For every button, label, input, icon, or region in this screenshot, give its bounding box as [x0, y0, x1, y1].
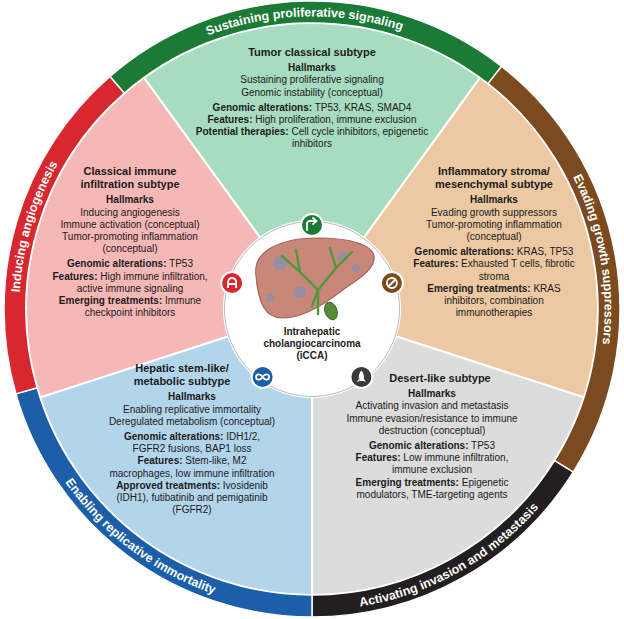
section-heading: Hallmarks [192, 62, 432, 74]
feature-line: Emerging treatments: KRAS inhibitors, co… [408, 283, 580, 320]
hallmark-band: Activating invasion and metastasis [312, 460, 575, 618]
band-label: Activating invasion and metastasis [358, 500, 541, 610]
hallmark-item: Tumor-promoting inflammation (conceptual… [44, 231, 216, 255]
center-label: Intrahepatic cholangiocarcinoma (iCCA) [247, 326, 377, 363]
hallmark-item: Tumor-promoting inflammation (conceptual… [408, 219, 580, 243]
feature-line: Genomic alterations: IDH1/2, FGFR2 fusio… [108, 431, 276, 455]
section-heading: Hallmarks [44, 194, 216, 206]
feature-line: Features: High proliferation, immune exc… [192, 114, 432, 126]
feature-line: Features: Stem-like, M2 macrophages, low… [108, 455, 276, 479]
sector-title: Tumor classical subtype [192, 46, 432, 59]
feature-line: Genomic alterations: KRAS, TP53 [408, 246, 580, 258]
sector-title: Inflammatory stroma/ mesenchymal subtype [429, 165, 559, 191]
subtype-sector: Classical immune infiltration subtypeHal… [26, 77, 261, 398]
section-heading: Hallmarks [108, 391, 276, 403]
feature-line: Emerging treatments: Immune checkpoint i… [44, 295, 216, 319]
feature-line: Features: Low immune infiltration, immun… [344, 452, 520, 476]
sector-title: Hepatic stem-like/ metabolic subtype [123, 362, 241, 388]
hallmark-item: Deregulated metabolism (conceptual) [108, 416, 276, 428]
hallmark-item: Inducing angiogenesis [44, 207, 216, 219]
hallmark-item: Activating invasion and metastasis [344, 400, 520, 412]
feature-line: Emerging treatments: Epigenetic modulato… [344, 477, 520, 501]
feature-line: Potential therapies: Cell cycle inhibito… [192, 126, 432, 150]
band-label: Evading growth suppressors [570, 172, 615, 345]
section-heading: Hallmarks [344, 388, 520, 400]
subtype-sector: Hepatic stem-like/ metabolic subtypeHall… [39, 336, 313, 595]
subtype-sector: Inflammatory stroma/ mesenchymal subtype… [363, 77, 598, 398]
hallmark-item: Enabling replicative immortality [108, 404, 276, 416]
feature-line: Features: High immune infiltration, acti… [44, 271, 216, 295]
band-label: Sustaining proliferative signaling [204, 5, 405, 38]
hallmark-item: Genomic instability (conceptual) [192, 87, 432, 99]
feature-line: Genomic alterations: TP53 [344, 440, 520, 452]
center-disc [224, 221, 400, 397]
feature-line: Genomic alterations: TP53, KRAS, SMAD4 [192, 102, 432, 114]
center-circle: Intrahepatic cholangiocarcinoma (iCCA) [224, 221, 400, 397]
sector-title: Classical immune infiltration subtype [65, 165, 195, 191]
sector-title: Desert-like subtype [352, 372, 528, 385]
section-heading: Hallmarks [408, 194, 580, 206]
subtype-sector: Tumor classical subtypeHallmarksSustaini… [143, 23, 481, 238]
hallmark-band: Enabling replicative immortality [14, 387, 313, 618]
hallmark-item: Immune evasion/resistance to immune dest… [344, 413, 520, 437]
band-label: Enabling replicative immortality [63, 475, 218, 596]
feature-line: Genomic alterations: TP53 [44, 258, 216, 270]
band-label: Inducing angiogenesis [9, 158, 61, 292]
hallmark-band: Inducing angiogenesis [3, 75, 125, 395]
hallmark-band: Sustaining proliferative signaling [109, 0, 503, 94]
hallmark-band: Evading growth suppressors [488, 65, 621, 473]
hallmark-item: Evading growth suppressors [408, 207, 580, 219]
feature-line: Features: Exhausted T cells, fibrotic st… [408, 258, 580, 282]
subtype-sector: Desert-like subtypeHallmarksActivating i… [312, 336, 585, 595]
hallmark-item: Immune activation (conceptual) [44, 219, 216, 231]
hallmark-item: Sustaining proliferative signaling [192, 74, 432, 86]
feature-line: Approved treatments: Ivosidenib (IDH1), … [108, 480, 276, 517]
